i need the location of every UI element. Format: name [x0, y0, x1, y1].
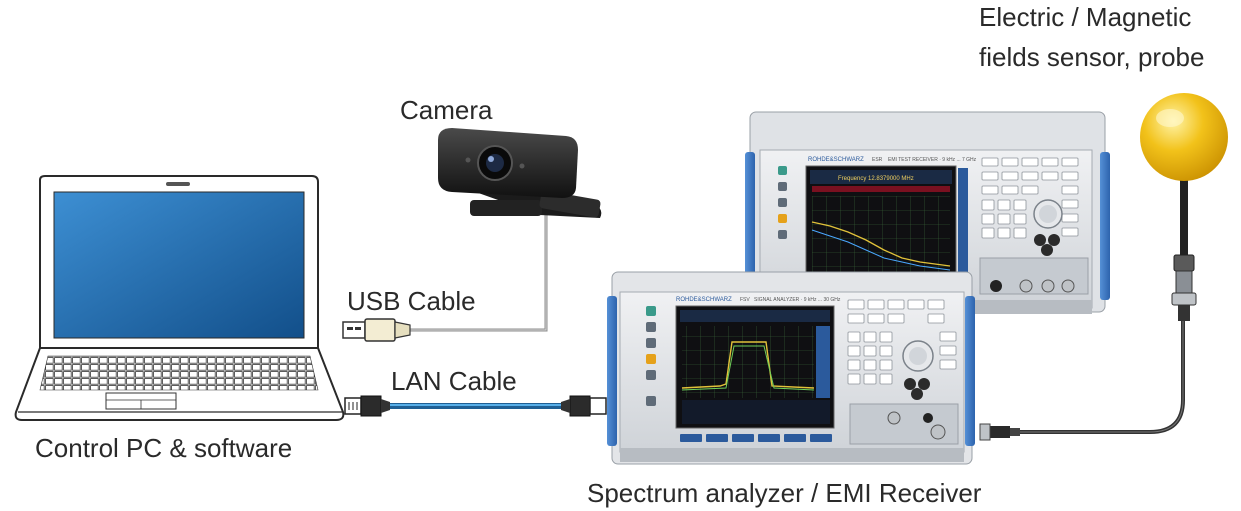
back-instrument-description: EMI TEST RECEIVER · 9 kHz ... 7 GHz: [888, 157, 977, 163]
lan-plug-icon: [344, 395, 607, 417]
usb-cable-label: USB Cable: [347, 286, 476, 316]
usb-cable: [410, 205, 548, 332]
bnc-connector-icon: [979, 423, 1020, 441]
analyzer-label: Spectrum analyzer / EMI Receiver: [587, 478, 982, 508]
probe-cable: [1010, 320, 1185, 434]
back-instrument-model: ESR: [872, 157, 883, 163]
lan-cable: [385, 403, 570, 409]
back-instrument-brand: ROHDE&SCHWARZ: [808, 157, 864, 163]
front-instrument-model: FSV: [740, 297, 750, 303]
control-pc-label: Control PC & software: [35, 433, 293, 463]
laptop-icon: [14, 175, 345, 421]
probe-label-line1: Electric / Magnetic: [979, 2, 1192, 32]
field-probe-icon: [1140, 93, 1228, 321]
usb-plug-icon: [342, 318, 411, 342]
webcam-icon: [438, 128, 602, 218]
probe-label-line2: fields sensor, probe: [979, 42, 1205, 72]
lan-cable-label: LAN Cable: [391, 366, 517, 396]
front-instrument-brand: ROHDE&SCHWARZ: [676, 297, 732, 303]
spectrum-analyzer-icon: [607, 271, 975, 465]
front-instrument-description: SIGNAL ANALYZER · 9 kHz ... 30 GHz: [754, 297, 841, 303]
back-frequency-readout: Frequency 12.8379000 MHz: [838, 176, 914, 182]
camera-label: Camera: [400, 95, 493, 125]
